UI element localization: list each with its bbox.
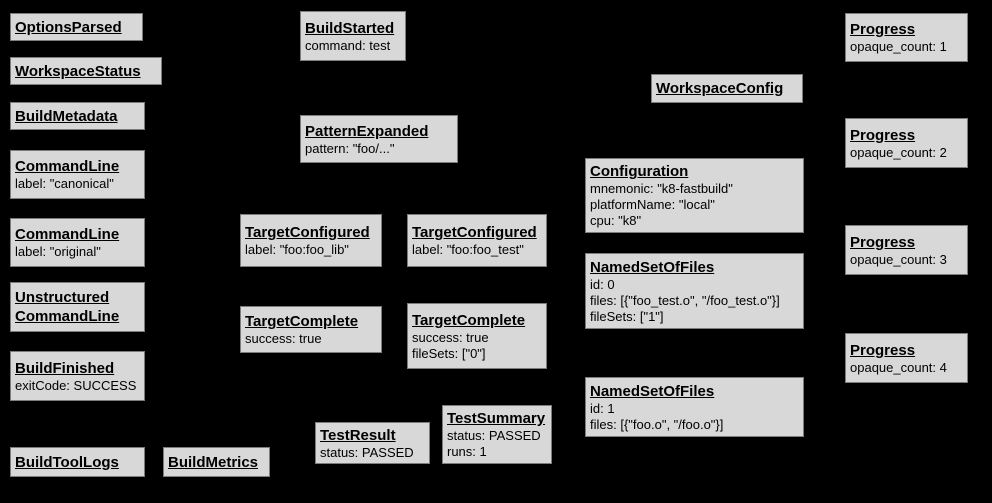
node-field: opaque_count: 1 — [850, 39, 947, 54]
node-title: Progress — [850, 341, 916, 359]
node-title: BuildFinished — [15, 359, 115, 377]
node-title: Progress — [850, 233, 916, 251]
node-field: command: test — [305, 37, 391, 53]
node-field: opaque_count: 4 — [850, 359, 947, 375]
node-title: BuildStarted — [305, 19, 395, 37]
node-title: OptionsParsed — [15, 18, 122, 36]
node-field: label: "original" — [15, 244, 101, 259]
node-field: platformName: "local" — [590, 197, 715, 212]
node-title: WorkspaceConfig — [656, 80, 784, 97]
node-options-parsed: OptionsParsed — [10, 13, 143, 41]
node-field: label: "foo:foo_test" — [412, 242, 524, 257]
node-field: mnemonic: "k8-fastbuild" — [590, 181, 733, 196]
node-title: Progress — [850, 126, 916, 144]
node-field: id: 0 — [590, 276, 615, 292]
node-field: label: "foo:foo_lib" — [245, 242, 349, 257]
node-build-metrics: BuildMetrics — [163, 447, 270, 477]
node-field: fileSets: ["0"] — [412, 345, 486, 361]
node-title: TestSummary — [447, 410, 546, 427]
node-title: BuildMetrics — [168, 453, 259, 471]
node-field: runs: 1 — [447, 444, 487, 459]
node-title: Configuration — [590, 163, 689, 180]
node-title: TargetConfigured — [412, 224, 537, 241]
node-field: cpu: "k8" — [590, 213, 642, 228]
node-title: CommandLine — [15, 226, 120, 243]
node-field: opaque_count: 2 — [850, 144, 947, 160]
node-title: TargetComplete — [412, 311, 526, 329]
node-title: CommandLine — [15, 308, 120, 325]
node-title: TestResult — [320, 426, 396, 444]
node-title: NamedSetOfFiles — [590, 382, 715, 400]
node-title: NamedSetOfFiles — [590, 258, 715, 276]
node-title: PatternExpanded — [305, 122, 429, 140]
node-field: id: 1 — [590, 400, 615, 416]
node-field: status: PASSED — [320, 444, 414, 460]
node-field: exitCode: SUCCESS — [15, 377, 137, 393]
node-field: files: [{"foo_test.o", "/foo_test.o"}] — [590, 292, 780, 308]
node-field: fileSets: ["1"] — [590, 308, 664, 324]
node-field: status: PASSED — [447, 428, 541, 443]
node-field: files: [{"foo.o", "/foo.o"}] — [590, 416, 724, 432]
node-title: Progress — [850, 21, 916, 38]
node-build-tool-logs: BuildToolLogs — [10, 447, 145, 477]
node-field: pattern: "foo/..." — [305, 140, 395, 156]
node-workspace-config: WorkspaceConfig — [651, 74, 803, 103]
node-title: BuildToolLogs — [15, 453, 119, 471]
node-title: BuildMetadata — [15, 107, 118, 125]
node-build-metadata: BuildMetadata — [10, 102, 145, 130]
node-title: Unstructured — [15, 289, 110, 306]
node-field: label: "canonical" — [15, 176, 114, 191]
node-title: CommandLine — [15, 158, 120, 175]
node-title: TargetConfigured — [245, 224, 370, 241]
node-field: opaque_count: 3 — [850, 251, 947, 267]
node-field: success: true — [245, 331, 322, 346]
node-field: success: true — [412, 329, 489, 345]
node-title: TargetComplete — [245, 313, 359, 330]
node-title: WorkspaceStatus — [15, 62, 141, 80]
node-workspace-status: WorkspaceStatus — [10, 57, 162, 85]
